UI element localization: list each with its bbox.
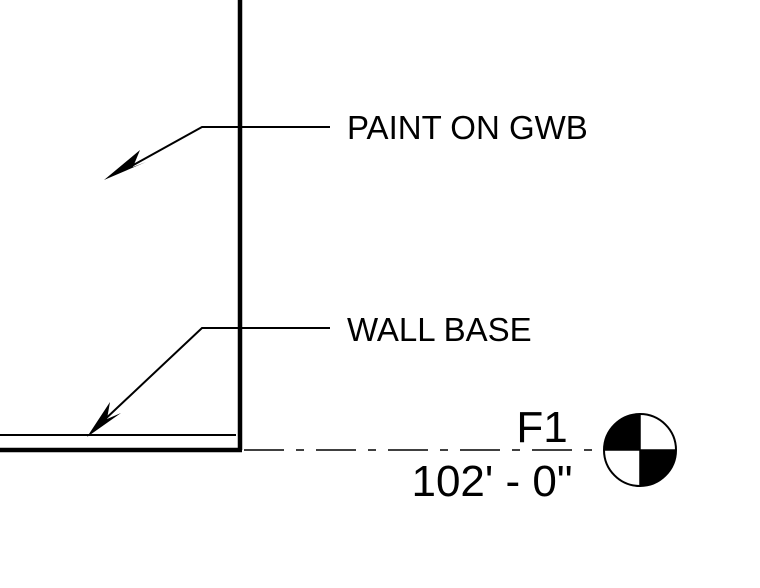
datum-target-icon — [603, 413, 677, 487]
level-elevation: 102' - 0" — [411, 457, 572, 506]
level-name: F1 — [516, 403, 567, 452]
arrowhead-icon — [104, 150, 146, 180]
arrowhead-icon — [87, 402, 121, 437]
callout-label: WALL BASE — [347, 311, 532, 348]
leader-line — [99, 327, 330, 425]
callout-label: PAINT ON GWB — [347, 109, 588, 146]
leader-line — [127, 126, 330, 169]
level-marker: F1 102' - 0" — [411, 403, 677, 506]
callout-paint-on-gwb: PAINT ON GWB — [104, 109, 588, 180]
callout-wall-base: WALL BASE — [87, 311, 532, 437]
